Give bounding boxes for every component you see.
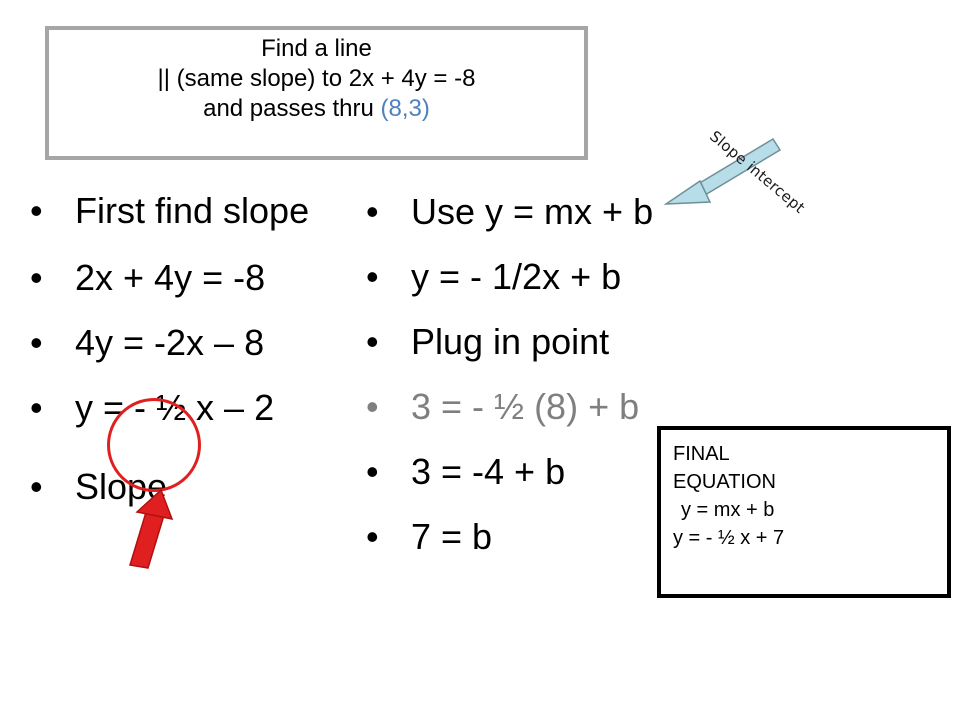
right-step-text: 3 = -4 + b — [411, 451, 566, 492]
right-step-text: y = - 1/2x + b — [411, 256, 622, 297]
left-step-text: 4y = -2x – 8 — [75, 322, 265, 363]
slope-highlight-circle — [107, 398, 201, 492]
right-step-list: • Use y = mx + b • y = - 1/2x + b • Plug in… — [366, 190, 726, 580]
left-step-text: 2x + 4y = -8 — [75, 257, 266, 298]
left-step-item: • 4y = -2x – 8 — [30, 321, 360, 364]
title-line-1: Find a line — [261, 35, 372, 62]
title-box: Find a line || (same slope) to 2x + 4y =… — [45, 26, 588, 160]
bullet-dot: • — [30, 322, 43, 363]
final-box-line-1: FINAL — [673, 443, 730, 465]
title-line-3-prefix: and passes thru — [203, 95, 381, 122]
final-box-line-2: EQUATION — [673, 471, 776, 493]
bullet-dot: • — [30, 257, 43, 298]
right-step-item: • 3 = -4 + b — [366, 450, 726, 493]
left-step-item: • First find slope — [30, 188, 360, 234]
bullet-dot: • — [366, 256, 379, 297]
title-line-2: || (same slope) to 2x + 4y = -8 — [157, 65, 476, 92]
right-step-item: • 7 = b — [366, 515, 726, 558]
bullet-dot: • — [366, 321, 379, 362]
right-step-item: • y = - 1/2x + b — [366, 255, 726, 298]
left-step-list: • First find slope • 2x + 4y = -8 • 4y = -2… — [30, 188, 360, 530]
bullet-dot: • — [30, 190, 43, 231]
title-point: (8,3) — [380, 95, 430, 122]
bullet-dot: • — [30, 387, 43, 428]
bullet-dot: • — [30, 466, 43, 507]
final-box-line-4: y = - ½ x + 7 — [673, 527, 785, 549]
right-step-text: 3 = - ½ (8) + b — [411, 386, 640, 427]
right-step-text: Use y = mx + b — [411, 191, 654, 232]
final-box-line-3: y = mx + b — [681, 499, 775, 521]
left-step-item: • 2x + 4y = -8 — [30, 256, 360, 299]
right-step-item: • Use y = mx + b — [366, 190, 726, 233]
bullet-dot: • — [366, 191, 379, 232]
bullet-dot: • — [366, 451, 379, 492]
left-step-item: •Slope — [30, 465, 360, 508]
right-step-text: Plug in point — [411, 321, 610, 362]
title-line-3: and passes thru (8,3) — [49, 94, 584, 124]
left-step-text: First find slope — [75, 190, 310, 231]
bullet-dot: • — [366, 386, 379, 427]
right-step-item: • Plug in point — [366, 320, 726, 363]
final-equation-box: FINAL EQUATION y = mx + b y = - ½ x + 7 — [657, 426, 951, 598]
right-step-text: 7 = b — [411, 516, 493, 557]
right-step-item: • 3 = - ½ (8) + b — [366, 385, 726, 428]
bullet-dot: • — [366, 516, 379, 557]
